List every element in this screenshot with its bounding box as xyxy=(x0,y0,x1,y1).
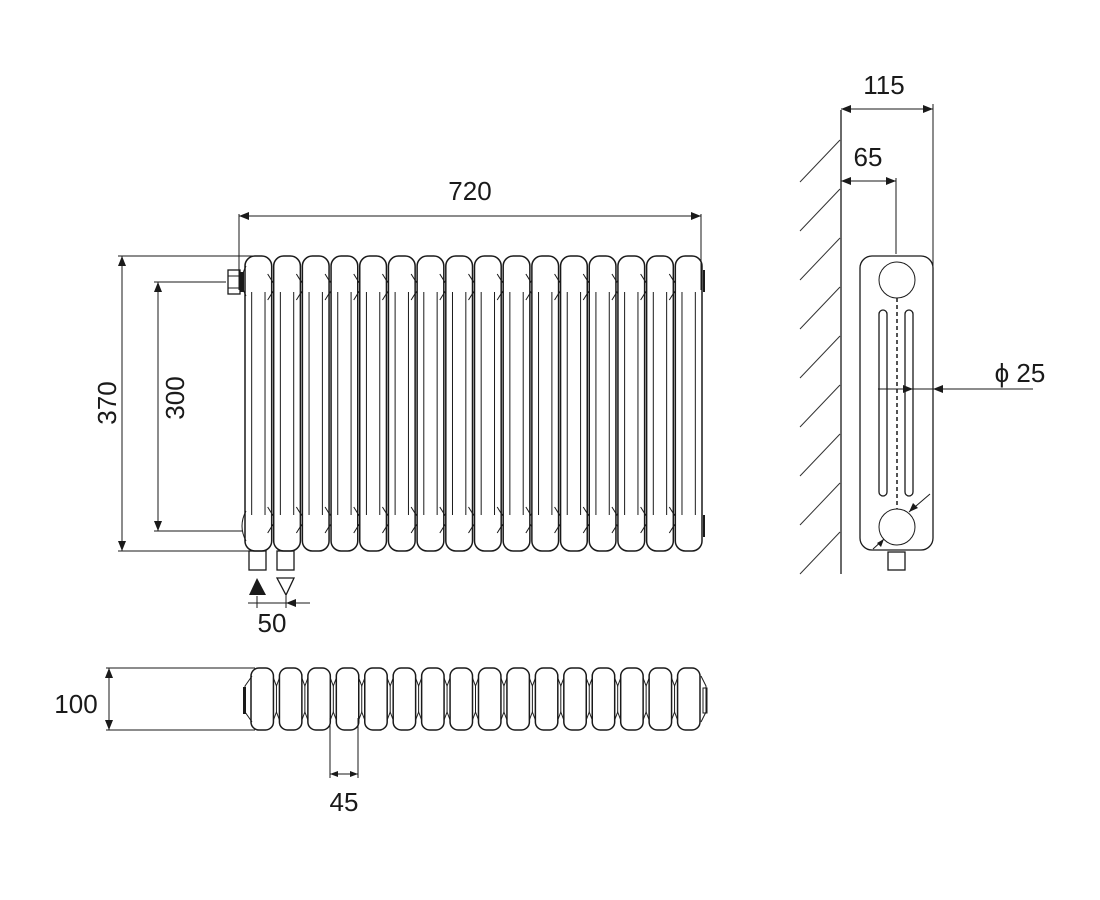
hatch-line xyxy=(799,384,841,428)
inlet-symbol xyxy=(249,578,266,595)
front-section xyxy=(588,255,623,552)
front-section xyxy=(674,255,703,552)
top-section xyxy=(250,667,280,731)
top-section xyxy=(619,667,650,731)
top-section xyxy=(364,667,394,731)
height-dimension: 370 xyxy=(92,255,258,552)
front-view: 720 370 300 50 xyxy=(92,176,705,638)
section-profile xyxy=(859,255,934,551)
top-left-plug xyxy=(243,687,246,714)
wall-hatch xyxy=(799,139,841,575)
hatch-line xyxy=(799,531,841,575)
top-right-plug xyxy=(702,687,708,714)
front-section xyxy=(330,255,365,552)
top-depth-dimension: 100 xyxy=(54,667,255,731)
top-right-end xyxy=(700,675,707,723)
top-collector xyxy=(878,261,916,299)
top-section xyxy=(563,667,593,731)
pipe-spacing-dimension: 50 xyxy=(248,596,310,638)
depth-dimension: 115 xyxy=(841,70,934,268)
column-slot-right xyxy=(904,309,914,497)
front-section xyxy=(445,255,479,552)
hatch-line xyxy=(799,188,841,232)
bottom-collector xyxy=(878,508,916,546)
right-plug-bottom xyxy=(703,515,705,537)
top-section xyxy=(676,667,701,731)
hatch-line xyxy=(799,433,841,477)
front-section xyxy=(272,255,307,552)
outlet-symbol xyxy=(275,577,296,597)
front-section xyxy=(359,255,393,552)
front-section xyxy=(617,255,652,552)
front-section xyxy=(473,255,508,552)
depth-label: 115 xyxy=(863,70,904,100)
top-depth-label: 100 xyxy=(54,689,97,719)
top-section xyxy=(392,667,423,731)
hatch-line xyxy=(799,139,841,183)
height-label: 370 xyxy=(92,381,122,424)
wall-to-axis-dimension: 65 xyxy=(841,142,897,254)
front-section xyxy=(416,255,451,552)
top-view: 100 45 xyxy=(54,667,708,817)
front-section xyxy=(244,255,279,552)
front-section xyxy=(301,255,336,552)
wall-to-axis-label: 65 xyxy=(854,142,883,172)
top-section xyxy=(648,667,679,731)
side-view: 115 65 ϕ 25 xyxy=(799,70,1046,575)
front-section xyxy=(387,255,422,552)
side-connection-pipe xyxy=(887,551,906,571)
air-vent-plug xyxy=(227,269,244,295)
section-pitch-dimension: 45 xyxy=(329,718,359,817)
top-section xyxy=(506,667,536,731)
hatch-line xyxy=(799,482,841,526)
top-section xyxy=(335,667,366,731)
front-section xyxy=(531,255,565,552)
front-section xyxy=(502,255,537,552)
pipe-diameter-label: ϕ 25 xyxy=(995,358,1046,388)
pipe-spacing-label: 50 xyxy=(258,608,287,638)
left-end-cap-bottom xyxy=(241,510,247,542)
top-section xyxy=(449,667,479,731)
section-pitch-label: 45 xyxy=(330,787,359,817)
axis-distance-label: 300 xyxy=(160,376,190,419)
front-section xyxy=(645,255,680,552)
right-plug-top xyxy=(703,270,705,292)
connection-pipes xyxy=(248,550,295,571)
column-slot-left xyxy=(878,309,888,497)
hatch-line xyxy=(799,237,841,281)
width-label: 720 xyxy=(448,176,491,206)
axis-distance-dimension: 300 xyxy=(154,281,242,532)
top-sections xyxy=(244,667,707,731)
front-section xyxy=(559,255,594,552)
top-section xyxy=(420,667,451,731)
top-section xyxy=(534,667,565,731)
top-section xyxy=(278,667,309,731)
width-dimension: 720 xyxy=(238,176,702,290)
top-section xyxy=(307,667,337,731)
front-sections xyxy=(241,255,705,552)
pipe-diameter-dimension: ϕ 25 xyxy=(872,358,1046,550)
top-section xyxy=(477,667,508,731)
top-section xyxy=(591,667,622,731)
hatch-line xyxy=(799,286,841,330)
hatch-line xyxy=(799,335,841,379)
